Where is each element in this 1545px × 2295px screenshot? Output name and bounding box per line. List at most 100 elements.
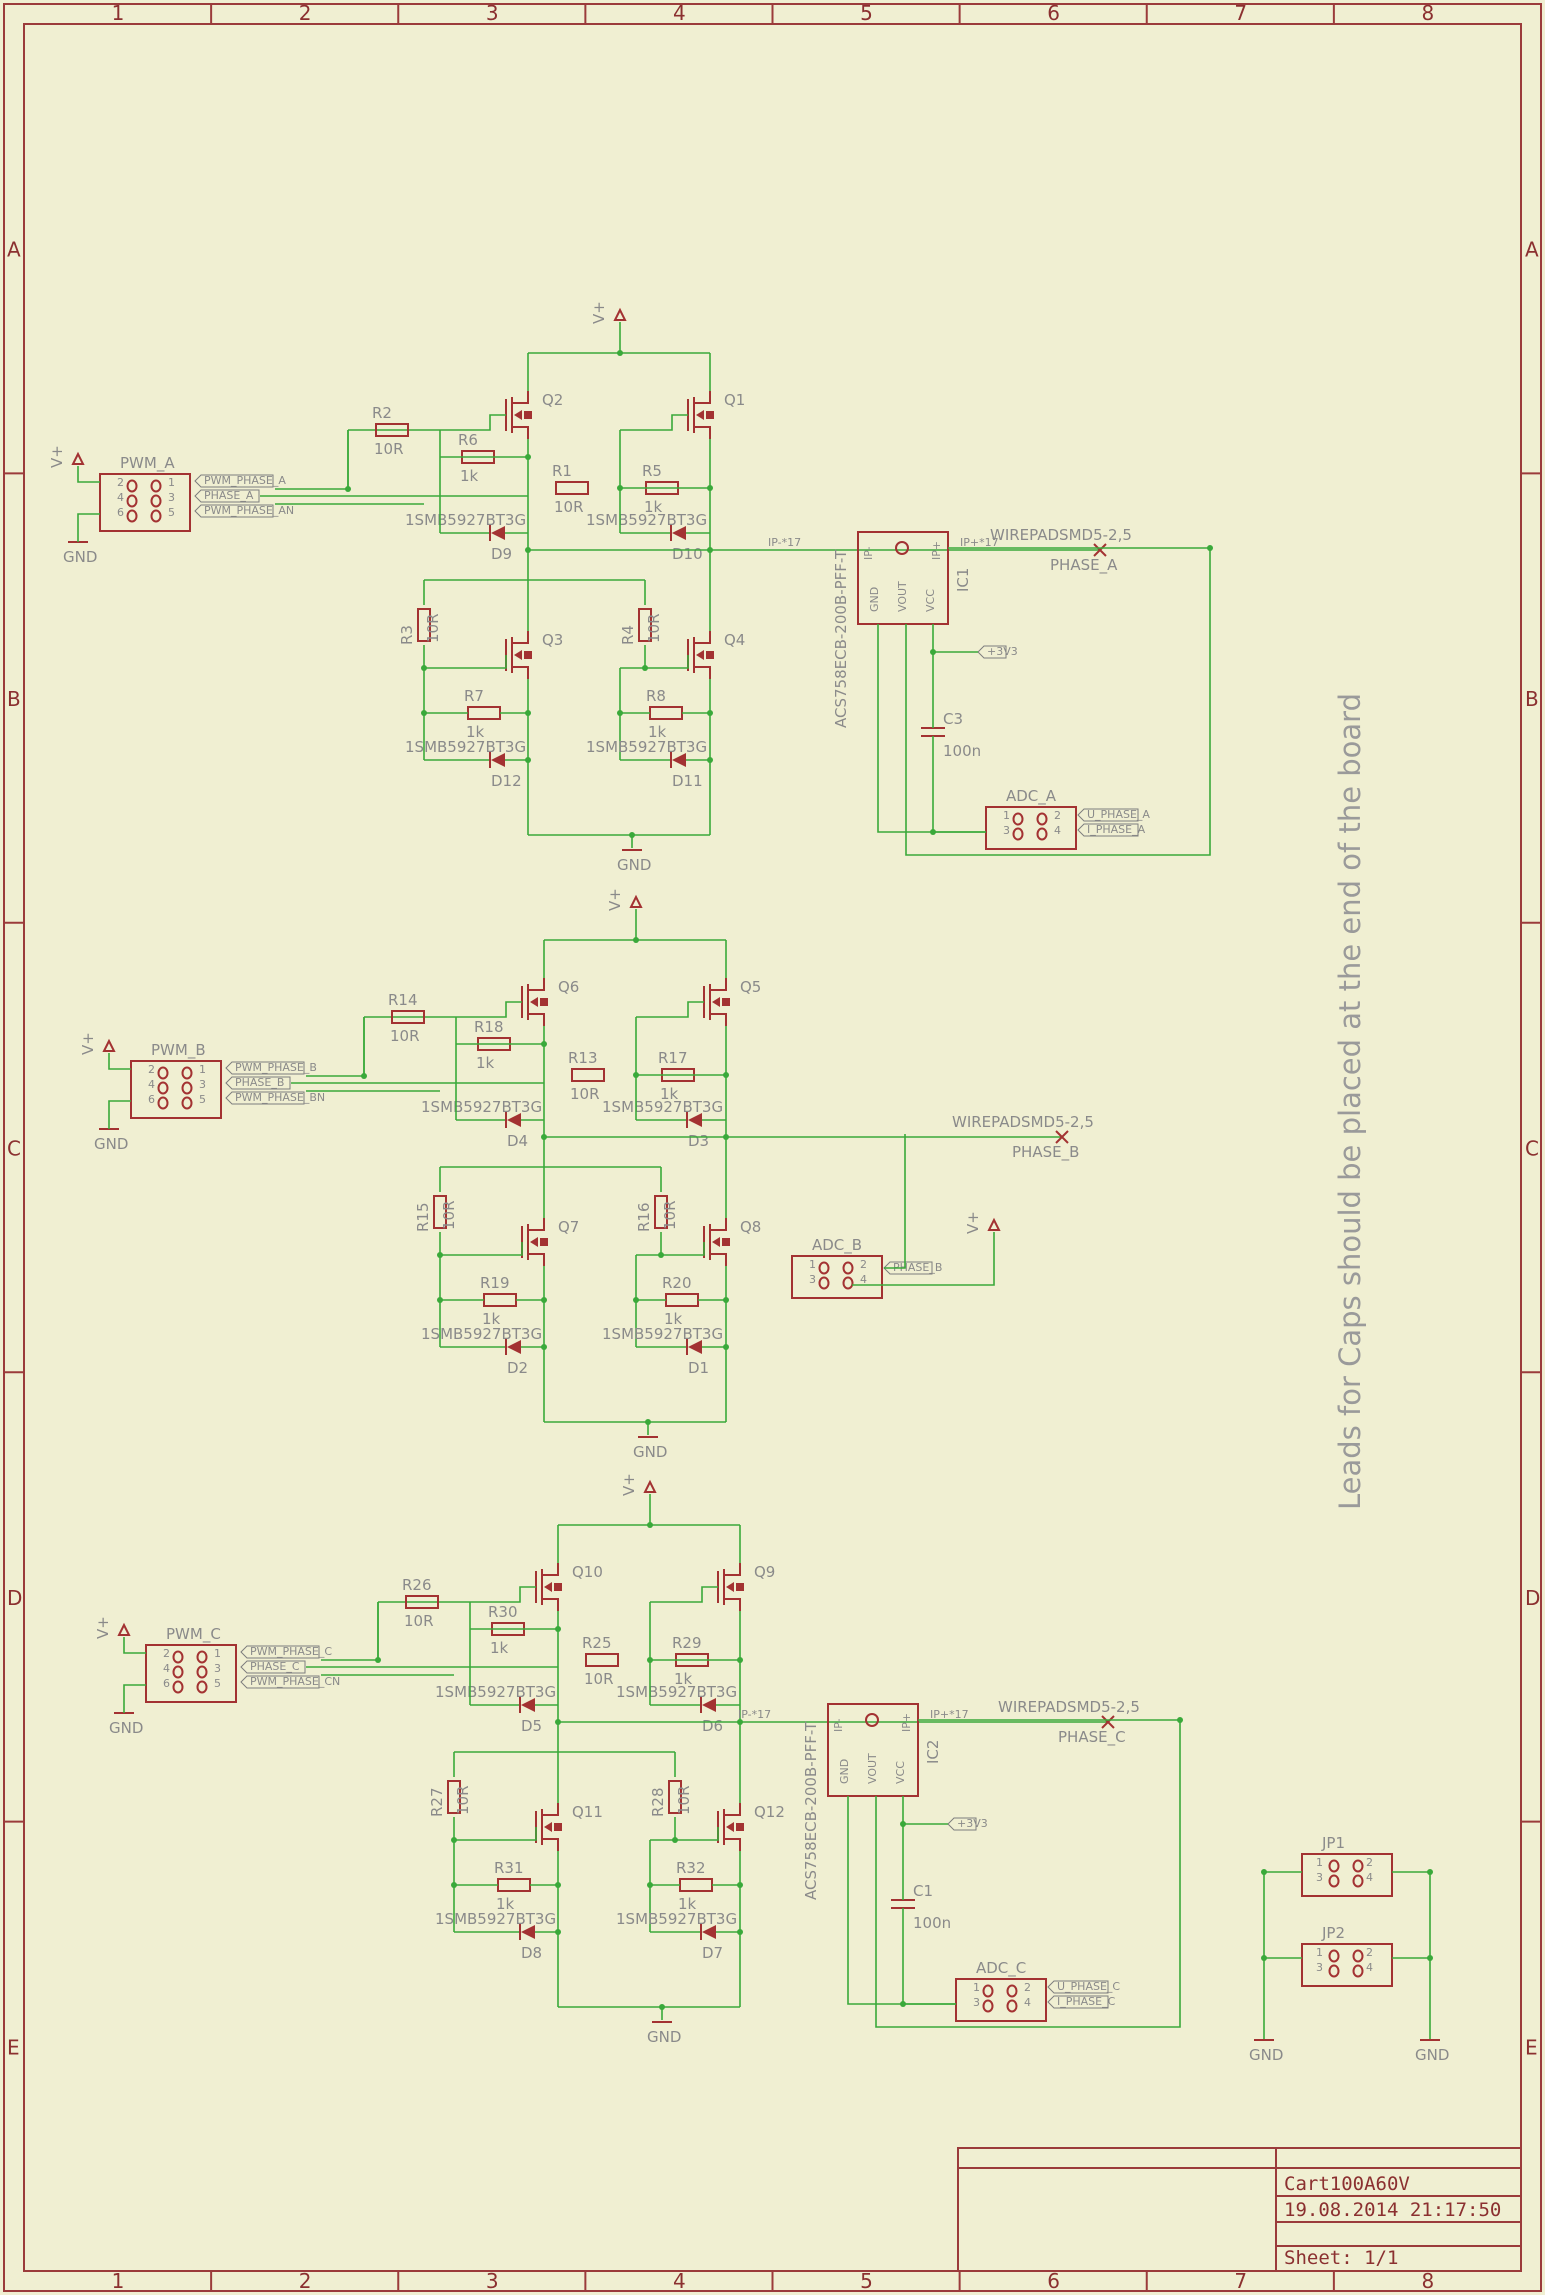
pin bbox=[982, 1999, 994, 2013]
connector-name: JP2 bbox=[1321, 1924, 1345, 1942]
ic-pin-label: VCC bbox=[924, 589, 937, 612]
resistor-ref: R26 bbox=[402, 1576, 432, 1594]
connector-body bbox=[1301, 1943, 1393, 1987]
pin-number: 2 bbox=[1024, 1981, 1031, 1994]
junction bbox=[1427, 1955, 1433, 1961]
mosfet-ref: Q1 bbox=[724, 391, 745, 409]
pin-number: 3 bbox=[199, 1078, 206, 1091]
pin bbox=[1012, 827, 1024, 841]
pin-number: 6 bbox=[148, 1093, 155, 1106]
pin bbox=[126, 479, 138, 493]
vplus-symbol: V+ bbox=[620, 1473, 657, 1496]
junction bbox=[737, 1929, 743, 1935]
junction bbox=[647, 1522, 653, 1528]
wirepad-name: WIREPADSMD5-2,5 bbox=[998, 1698, 1140, 1716]
vplus-symbol: V+ bbox=[79, 1032, 116, 1055]
net-flag bbox=[194, 489, 260, 503]
resistor-ref: R18 bbox=[474, 1018, 504, 1036]
phase-name: PHASE_A bbox=[1050, 556, 1118, 575]
vplus-arrow bbox=[643, 1479, 657, 1493]
connector-body bbox=[99, 473, 191, 532]
net-label: PWM_PHASE_CN bbox=[240, 1675, 340, 1689]
pin-number: 4 bbox=[163, 1662, 170, 1675]
drain bbox=[542, 1563, 559, 1576]
arrow bbox=[514, 410, 522, 420]
resistor-ref: R25 bbox=[582, 1634, 612, 1652]
wirepad-name: WIREPADSMD5-2,5 bbox=[952, 1113, 1094, 1131]
pin-number: 5 bbox=[199, 1093, 206, 1106]
wire bbox=[636, 1242, 705, 1256]
pin bbox=[1036, 827, 1048, 841]
wire bbox=[650, 1827, 719, 1841]
zone-row-label: B bbox=[1525, 687, 1539, 711]
diode-body bbox=[521, 1698, 535, 1712]
drawing-datetime: 19.08.2014 21:17:50 bbox=[1284, 2199, 1501, 2221]
drain bbox=[724, 1563, 741, 1576]
pin bbox=[842, 1276, 854, 1290]
diode-part: 1SMB5927BT3G bbox=[602, 1098, 723, 1116]
net-label: PWM_PHASE_BN bbox=[225, 1091, 325, 1105]
ic-marker bbox=[895, 541, 909, 555]
pin bbox=[172, 1665, 184, 1679]
wire bbox=[424, 655, 507, 669]
pin-number: 3 bbox=[809, 1273, 816, 1286]
resistor-body bbox=[375, 423, 409, 437]
net-name: PHASE_B bbox=[235, 1076, 284, 1089]
net-flag bbox=[1047, 1995, 1109, 2009]
wire bbox=[1392, 1871, 1431, 2040]
resistor-ref: R2 bbox=[372, 404, 392, 422]
body-diode bbox=[554, 1823, 562, 1831]
net-flag bbox=[194, 504, 274, 518]
net-flag bbox=[225, 1076, 291, 1090]
source bbox=[710, 1253, 727, 1266]
vplus-label: V+ bbox=[606, 888, 624, 911]
resistor-ref: R15 bbox=[414, 1202, 432, 1232]
mosfet: Q3 bbox=[505, 631, 563, 679]
wire bbox=[364, 1001, 522, 1018]
ic-pin-label: IP- bbox=[832, 1718, 845, 1732]
net-label: PWM_PHASE_C bbox=[240, 1645, 332, 1659]
wire bbox=[108, 1100, 131, 1129]
net-label: PHASE_A bbox=[194, 489, 260, 503]
resistor-value: 10R bbox=[374, 440, 404, 458]
resistor-value: 1k bbox=[482, 1310, 501, 1328]
diode-body bbox=[521, 1925, 535, 1939]
net-flag bbox=[1047, 1980, 1109, 1994]
net-flag bbox=[1077, 823, 1139, 837]
vplus-symbol: V+ bbox=[606, 888, 643, 911]
zone-row-label: E bbox=[1525, 2035, 1538, 2059]
connector-body bbox=[791, 1255, 883, 1299]
ic-pin-label: GND bbox=[868, 587, 881, 612]
diode-body bbox=[688, 1113, 702, 1127]
resistor-body bbox=[638, 608, 652, 642]
wire bbox=[454, 1827, 537, 1841]
resistor-ref: R32 bbox=[676, 1859, 706, 1877]
wire bbox=[123, 1684, 146, 1713]
ic-pin-label: IP-*17 bbox=[738, 1708, 771, 1721]
wire bbox=[620, 414, 688, 431]
wire bbox=[875, 1720, 1181, 2028]
pin-number: 2 bbox=[148, 1063, 155, 1076]
pin bbox=[818, 1276, 830, 1290]
diode-ref: D9 bbox=[491, 545, 512, 563]
zone-col-label: 1 bbox=[112, 2269, 125, 2293]
net-name: PWM_PHASE_A bbox=[204, 474, 286, 487]
mosfet-ref: Q6 bbox=[558, 978, 579, 996]
drain bbox=[528, 1218, 545, 1231]
pin-number: 4 bbox=[1024, 1996, 1031, 2009]
pin bbox=[157, 1081, 169, 1095]
pin-number: 1 bbox=[973, 1981, 980, 1994]
diode-body bbox=[702, 1925, 716, 1939]
mosfet-ref: Q2 bbox=[542, 391, 563, 409]
resistor-value: 10R bbox=[645, 613, 663, 643]
pin bbox=[157, 1096, 169, 1110]
junction bbox=[1207, 545, 1213, 551]
